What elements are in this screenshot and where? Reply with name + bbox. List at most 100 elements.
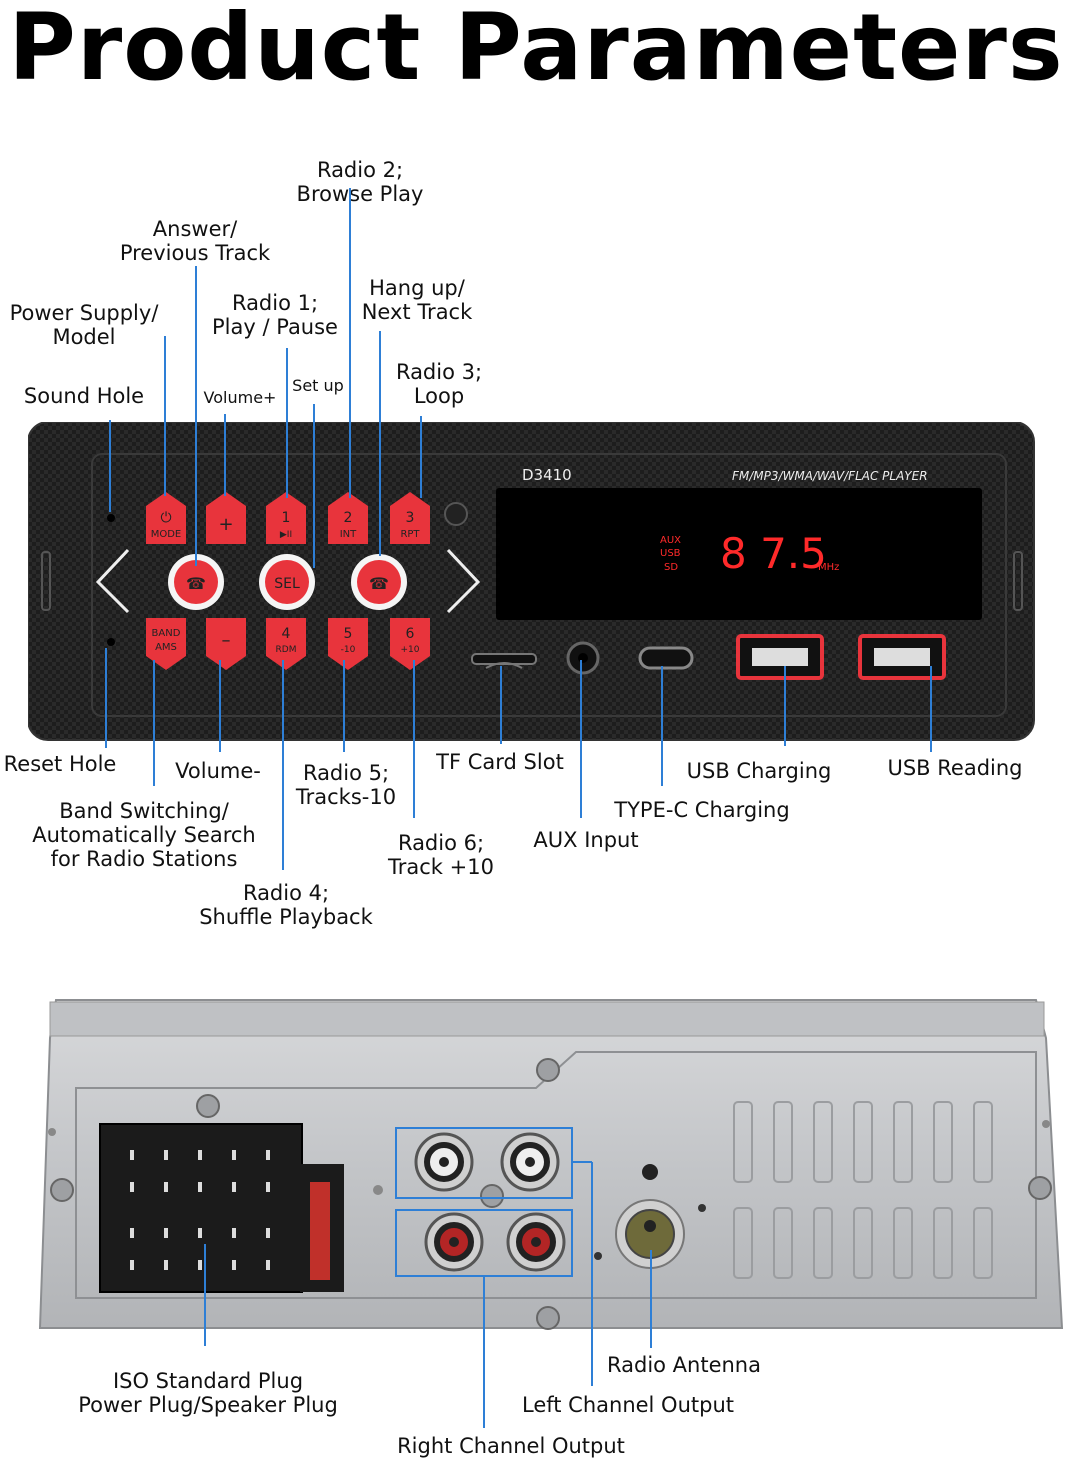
next-chevron-icon — [446, 548, 481, 614]
leader-line — [420, 416, 422, 498]
label-radio-1: Radio 1; Play / Pause — [212, 291, 338, 339]
svg-text:SD: SD — [664, 562, 678, 573]
aux-jack[interactable] — [566, 641, 600, 675]
svg-text:RPT: RPT — [400, 529, 420, 540]
volume-down-button[interactable]: – — [206, 618, 246, 670]
svg-text:6: 6 — [406, 626, 415, 642]
svg-text:1: 1 — [282, 510, 291, 526]
model-number: D3410 — [522, 466, 572, 484]
svg-text:2: 2 — [344, 510, 353, 526]
usb-charging-port[interactable] — [736, 634, 824, 680]
iso-connector[interactable] — [99, 1123, 344, 1293]
leader-line — [349, 188, 351, 498]
svg-text:☎: ☎ — [186, 574, 206, 593]
svg-text:5: 5 — [344, 626, 353, 642]
antenna-socket[interactable] — [615, 1199, 685, 1269]
svg-text:RDM: RDM — [276, 645, 297, 655]
leader-line — [580, 660, 582, 818]
radio-5-button[interactable]: 5 -10 — [328, 618, 368, 670]
volume-up-button[interactable]: + — [206, 492, 246, 544]
svg-text:+: + — [218, 514, 233, 535]
label-iso-plug: ISO Standard Plug Power Plug/Speaker Plu… — [78, 1369, 338, 1417]
label-sound-hole: Sound Hole — [23, 384, 145, 408]
rca-left-channel[interactable] — [414, 1132, 560, 1192]
back-panel — [38, 999, 1064, 1330]
hangup-button[interactable]: ☎ — [351, 554, 407, 610]
label-usb-charging: USB Charging — [686, 759, 832, 783]
sel-button[interactable]: SEL — [259, 554, 315, 610]
radio-6-button[interactable]: 6 +10 — [390, 618, 430, 670]
label-tf-card-slot: TF Card Slot — [436, 750, 564, 774]
leader-line — [195, 266, 197, 566]
label-answer: Answer/ Previous Track — [119, 217, 271, 265]
leader-line — [784, 666, 786, 746]
band-button[interactable]: BAND AMS — [146, 618, 186, 670]
radio-3-button[interactable]: 3 RPT — [390, 492, 430, 544]
leader-line — [483, 1276, 485, 1428]
leader-line — [219, 660, 221, 752]
svg-text:3: 3 — [406, 510, 415, 526]
label-volume-minus: Volume- — [175, 759, 261, 783]
label-typec-charging: TYPE-C Charging — [614, 798, 790, 822]
leader-line — [286, 348, 288, 498]
page-title: Product Parameters — [8, 0, 1064, 101]
radio-1-button[interactable]: 1 ▶II — [266, 492, 306, 544]
screw-icon — [536, 1306, 560, 1330]
leader-line — [661, 666, 663, 786]
player-text: FM/MP3/WMA/WAV/FLAC PLAYER — [732, 469, 928, 483]
label-radio-5: Radio 5; Tracks-10 — [295, 761, 397, 809]
svg-text:MODE: MODE — [151, 529, 182, 540]
usb-reading-port[interactable] — [858, 634, 946, 680]
sound-hole — [107, 514, 115, 522]
svg-text:MHz: MHz — [818, 562, 839, 573]
svg-text:AUX: AUX — [660, 535, 681, 546]
label-band-switching: Band Switching/ Automatically Search for… — [32, 799, 256, 871]
label-right-channel-output: Right Channel Output — [397, 1434, 625, 1458]
svg-text:⏻: ⏻ — [160, 510, 171, 526]
typec-port[interactable] — [638, 646, 694, 670]
label-hang-up: Hang up/ Next Track — [361, 276, 473, 324]
radio-2-button[interactable]: 2 INT — [328, 492, 368, 544]
screw-icon — [480, 1184, 504, 1208]
mode-button[interactable]: ⏻ MODE — [146, 492, 186, 544]
screw-icon — [536, 1058, 560, 1082]
leader-line — [204, 1244, 206, 1346]
svg-text:☎: ☎ — [369, 574, 389, 593]
label-volume-plus: Volume+ — [203, 388, 277, 407]
svg-text:SEL: SEL — [274, 576, 300, 592]
label-radio-3: Radio 3; Loop — [395, 360, 483, 408]
tf-card-slot[interactable] — [471, 653, 537, 669]
lcd-display — [496, 488, 982, 620]
label-usb-reading: USB Reading — [887, 756, 1023, 780]
leader-line — [413, 660, 415, 818]
answer-button[interactable]: ☎ — [168, 554, 224, 610]
label-radio-6: Radio 6; Track +10 — [388, 831, 494, 879]
screw-icon — [1028, 1176, 1052, 1200]
svg-text:INT: INT — [340, 529, 357, 540]
leader-line — [109, 420, 111, 512]
label-left-channel-output: Left Channel Output — [521, 1393, 735, 1417]
label-aux-input: AUX Input — [533, 828, 639, 852]
leader-line — [164, 336, 166, 496]
screw-icon — [196, 1094, 220, 1118]
label-reset-hole: Reset Hole — [3, 752, 117, 776]
frequency-readout: 8 7.5 — [720, 529, 827, 578]
svg-text:+10: +10 — [401, 645, 420, 655]
rca-right-channel[interactable] — [424, 1212, 566, 1272]
svg-text:-10: -10 — [341, 645, 356, 655]
leader-line — [930, 666, 932, 752]
label-set-up: Set up — [292, 376, 344, 395]
front-panel: D3410 FM/MP3/WMA/WAV/FLAC PLAYER AUX USB… — [28, 422, 1035, 741]
leader-line — [379, 331, 381, 556]
svg-text:BAND: BAND — [152, 628, 181, 639]
radio-4-button[interactable]: 4 RDM — [266, 618, 306, 670]
svg-text:USB: USB — [660, 548, 681, 559]
leader-line — [282, 660, 284, 870]
leader-line — [650, 1250, 652, 1348]
leader-line — [343, 660, 345, 752]
svg-text:4: 4 — [282, 626, 291, 642]
leader-line — [105, 648, 107, 748]
label-radio-antenna: Radio Antenna — [606, 1353, 761, 1377]
leader-line — [313, 404, 315, 568]
leader-line — [153, 660, 155, 786]
